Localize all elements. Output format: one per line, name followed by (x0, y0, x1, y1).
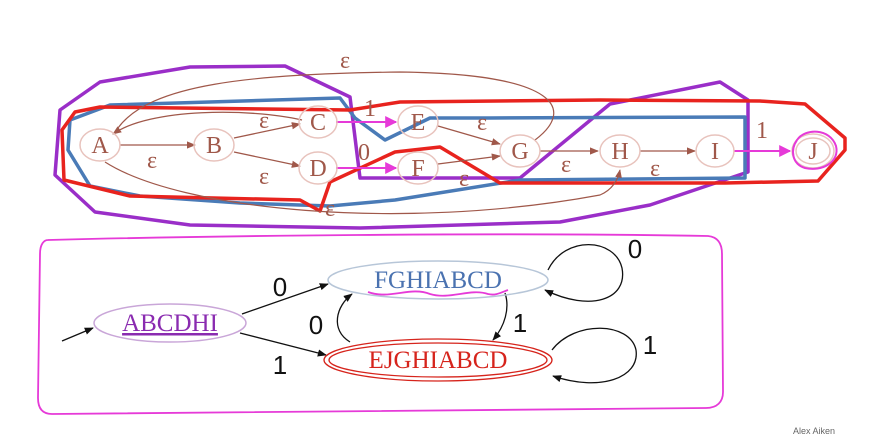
dfa-state-ejghiabcd-label: EJGHIABCD (369, 347, 508, 374)
nfa-label-eps-b-c: ε (259, 108, 269, 134)
dfa-enclosure (37, 233, 724, 415)
dfa-label-f-self: 0 (628, 234, 642, 264)
nfa-label-eps-f-g: ε (459, 166, 469, 192)
nfa-state-e: E (397, 105, 439, 139)
nfa-state-i-label: I (711, 139, 719, 165)
nfa-edge-loop-g-to-a (117, 71, 555, 141)
nfa-state-d: D (298, 151, 338, 185)
nfa-state-b-label: B (206, 133, 222, 159)
nfa-state-h: H (599, 134, 641, 168)
nfa-state-f-label: F (411, 156, 424, 182)
nfa-state-d-label: D (309, 156, 326, 182)
nfa-state-j: J (791, 130, 838, 170)
nfa-state-e-label: E (411, 110, 426, 136)
dfa-label-f-to-e: 1 (513, 308, 527, 338)
nfa-edge-f-to-g (437, 153, 501, 165)
dfa-edge-ejghiabcd-self (551, 327, 637, 384)
nfa-state-c: C (298, 105, 338, 139)
nfa-label-eps-e-g: ε (477, 110, 487, 136)
dfa-state-abcdhi-label: ABCDHI (122, 310, 218, 337)
dfa-label-e-self: 1 (643, 330, 657, 360)
dfa-state-fghiabcd: FGHIABCD (327, 260, 549, 300)
dfa-state-abcdhi: ABCDHI (93, 303, 247, 343)
dfa-region: ABCDHI FGHIABCD EJGHIABCD 0 1 0 1 0 1 (37, 233, 724, 415)
nfa-state-j-highlight (792, 130, 838, 170)
dfa-label-start-to-f: 0 (273, 272, 287, 302)
dfa-edge-ejghiabcd-to-fghiabcd (336, 293, 353, 343)
dfa-edge-start-to-ejghiabcd (239, 332, 327, 357)
nfa-edge-c-to-a (112, 111, 303, 135)
nfa-label-one-i-j: 1 (756, 118, 768, 144)
dfa-label-e-to-f: 0 (309, 310, 323, 340)
nfa-state-g-label: G (511, 139, 528, 165)
nfa-label-eps-a-h: ε (325, 196, 335, 222)
dfa-state-ejghiabcd: EJGHIABCD (323, 338, 553, 382)
dfa-state-fghiabcd-label: FGHIABCD (374, 267, 502, 294)
nfa-state-a: A (79, 128, 121, 162)
nfa-state-j-label: J (808, 139, 817, 165)
dfa-start-arrow (61, 327, 94, 342)
nfa-state-f: F (397, 151, 439, 185)
nfa-label-one-c-e: 1 (364, 96, 376, 122)
nfa-state-i: I (695, 134, 735, 168)
nfa-edge-a-to-h (104, 161, 622, 215)
nfa-label-zero-d-f: 0 (358, 140, 370, 166)
nfa-edge-b-to-c (233, 122, 301, 139)
nfa-label-eps-c-a: ε (340, 48, 350, 74)
dfa-state-fghiabcd-underline (367, 289, 509, 297)
nfa-edge-e-to-g (437, 125, 501, 146)
nfa-label-eps-h-i: ε (650, 156, 660, 182)
nfa-region: A B C D E F G H (53, 48, 847, 230)
dfa-edge-fghiabcd-self (544, 244, 624, 302)
nfa-label-eps-a-b: ε (147, 148, 157, 174)
nfa-state-g: G (499, 134, 541, 168)
author-credit: Alex Aiken (793, 426, 835, 434)
nfa-state-b: B (193, 128, 235, 162)
nfa-edge-b-to-d (233, 151, 301, 168)
nfa-state-h-label: H (611, 139, 628, 165)
nfa-state-c-label: C (310, 110, 326, 136)
purple-enclosure (53, 64, 750, 230)
nfa-label-eps-g-h: ε (561, 152, 571, 178)
red-enclosure (60, 98, 847, 213)
dfa-edge-fghiabcd-to-ejghiabcd (492, 292, 508, 341)
nfa-label-eps-b-d: ε (259, 164, 269, 190)
dfa-label-start-to-e: 1 (273, 350, 287, 380)
dfa-edge-start-to-fghiabcd (241, 283, 329, 315)
nfa-state-a-label: A (91, 133, 109, 159)
